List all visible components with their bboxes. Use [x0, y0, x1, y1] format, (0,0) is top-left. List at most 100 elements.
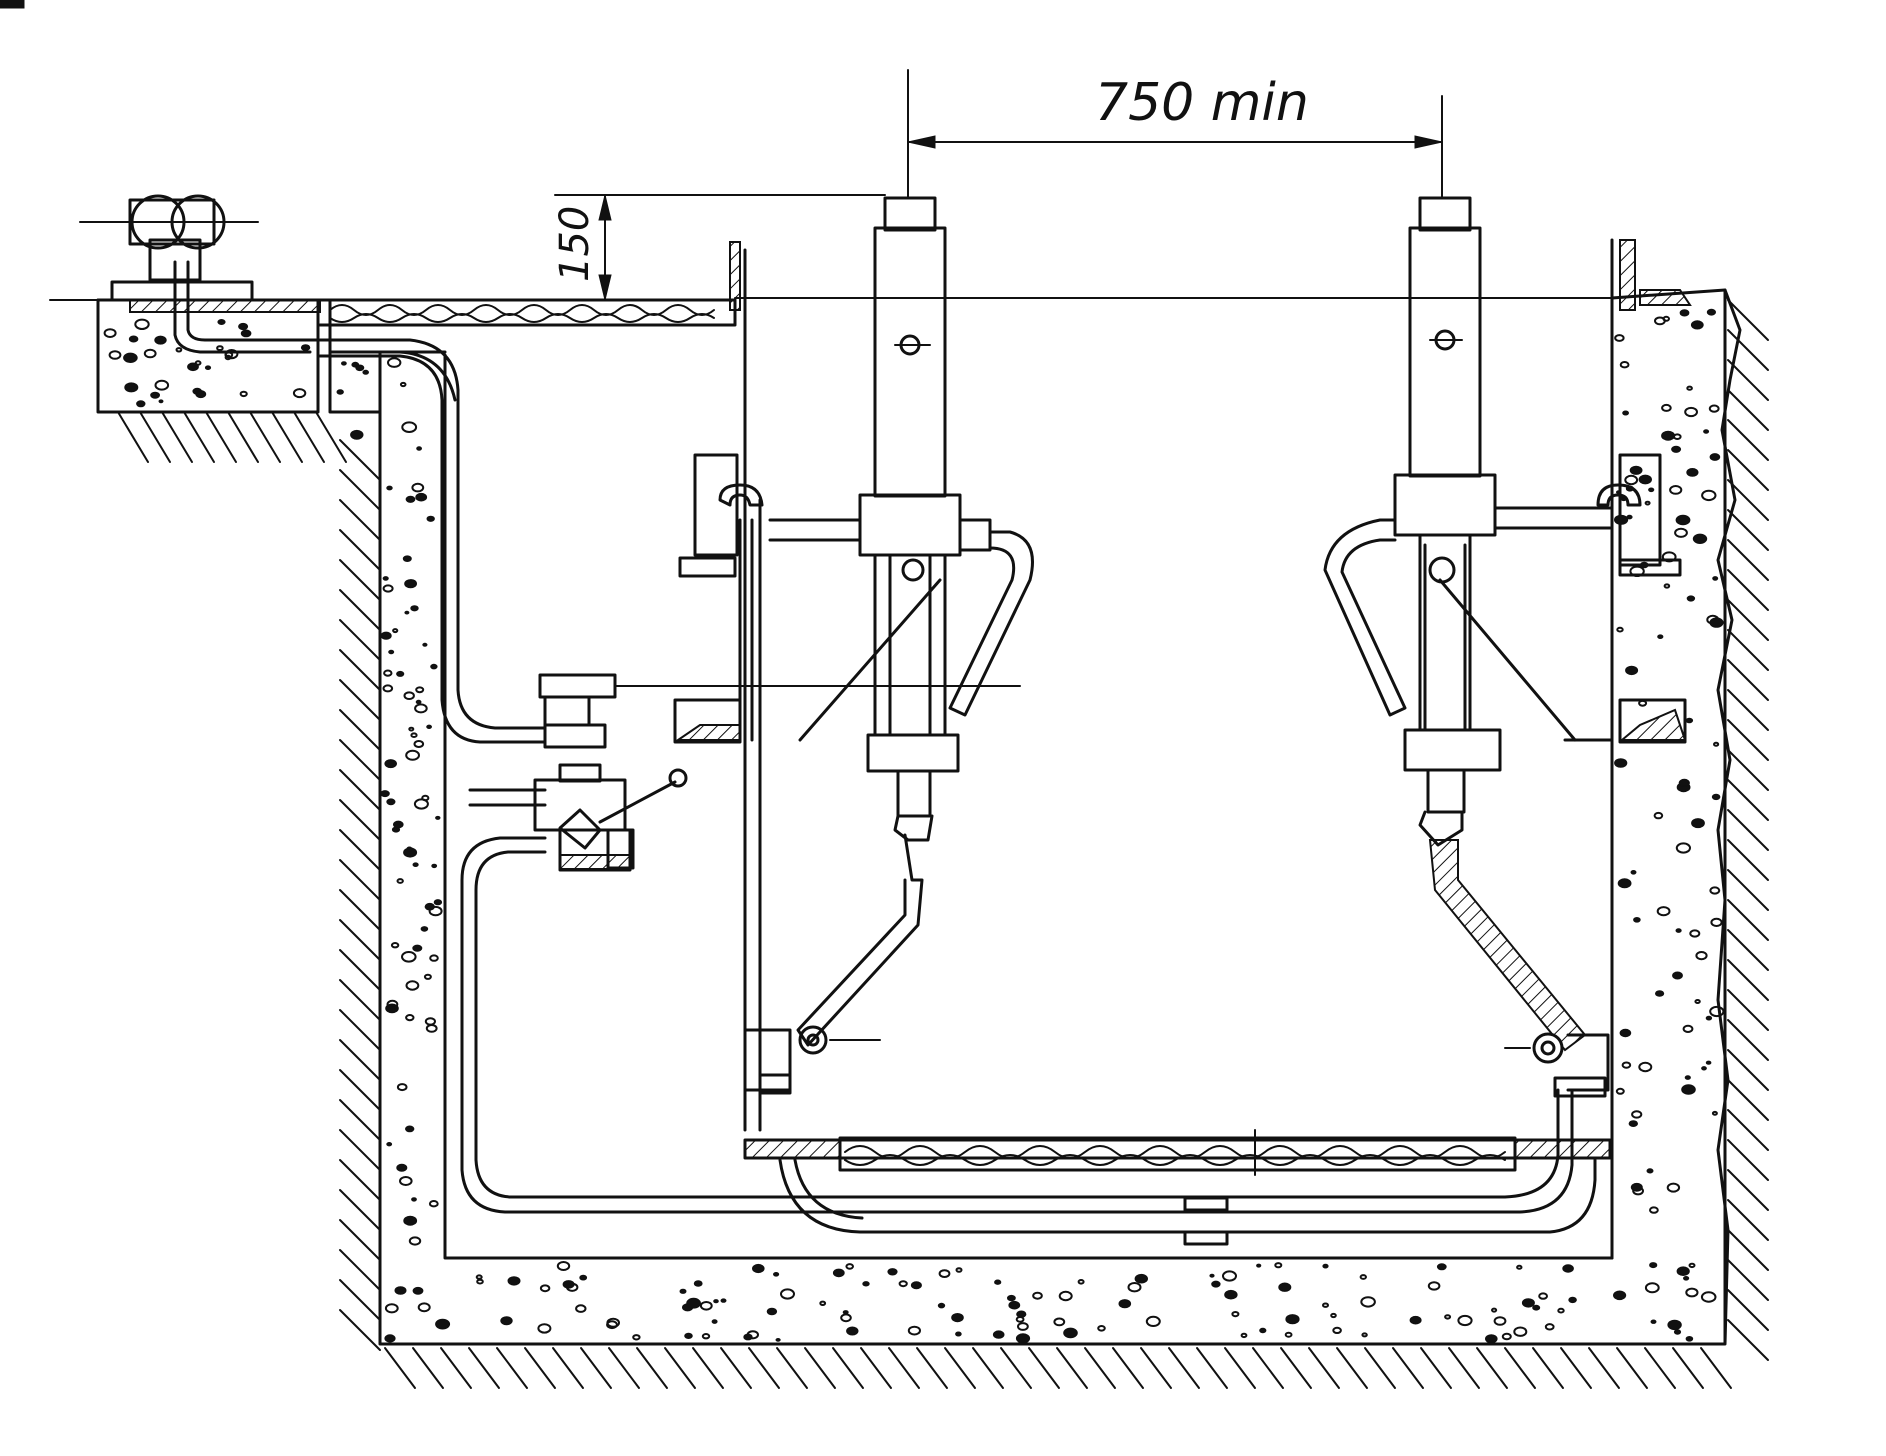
gravel-dot: [341, 361, 347, 366]
gravel-dot: [1224, 1289, 1238, 1300]
gravel-dot: [239, 390, 248, 398]
earth-hatch-line: [1727, 299, 1769, 341]
gravel-dot: [1701, 489, 1717, 502]
earth-hatch-line: [339, 1159, 381, 1201]
gravel-dot: [1501, 1332, 1512, 1341]
gravel-dot: [399, 381, 407, 388]
earth-hatch-line: [1727, 569, 1769, 611]
gravel-dot: [425, 1024, 438, 1033]
gravel-dot: [1703, 429, 1710, 434]
gravel-dot: [1711, 1110, 1718, 1116]
gravel-dot: [632, 1334, 641, 1341]
earth-hatch-line: [1196, 1347, 1228, 1389]
gravel-dot: [1628, 1120, 1639, 1127]
pit-floor-beam: [743, 1129, 1612, 1176]
gravel-dot: [411, 482, 425, 493]
earth-hatch-line: [1336, 1347, 1368, 1389]
gravel-dot: [1709, 617, 1724, 628]
gravel-dot: [1209, 1273, 1215, 1278]
gravel-dot: [1673, 1329, 1682, 1335]
earth-hatch-line: [832, 1347, 864, 1389]
right-lift-column: [1323, 95, 1692, 1260]
earth-hatch-line: [916, 1347, 948, 1389]
earth-hatch-line: [580, 1347, 612, 1389]
gravel-dot: [686, 1297, 701, 1309]
gravel-dot: [413, 798, 429, 810]
gravel-dot: [832, 1268, 845, 1278]
gravel-dot: [1145, 1315, 1161, 1328]
gravel-dot: [938, 1269, 951, 1278]
gravel-dot: [408, 726, 415, 732]
gravel-texture: [103, 308, 1725, 1344]
gravel-dot: [1630, 870, 1637, 875]
gravel-dot: [204, 365, 212, 371]
earth-hatch-line: [339, 1279, 381, 1321]
gravel-dot: [108, 350, 122, 360]
earth-hatch-line: [1727, 839, 1769, 881]
gravel-dot: [1544, 1323, 1555, 1331]
earth-hatch-line: [339, 1009, 381, 1051]
gravel-dot: [224, 354, 232, 361]
gravel-dot: [1671, 445, 1682, 453]
gravel-dot: [1532, 1304, 1541, 1311]
earth-hatch-line: [720, 1347, 752, 1389]
gravel-dot: [1053, 1317, 1066, 1327]
earth-hatch-line: [1727, 1049, 1769, 1091]
gravel-dot: [350, 429, 364, 440]
gravel-dot: [384, 759, 398, 769]
earth-hatch-line: [552, 1347, 584, 1389]
earth-hatch-line: [1252, 1347, 1284, 1389]
gravel-dot: [195, 390, 207, 399]
gravel-dot: [415, 699, 422, 705]
gravel-dot: [412, 944, 423, 952]
gravel-dot: [1675, 842, 1692, 854]
earth-hatch-line: [205, 411, 237, 463]
earth-hatch-line: [1727, 989, 1769, 1031]
gravel-dot: [1538, 1292, 1548, 1300]
earth-hatch-line: [1727, 1079, 1769, 1121]
earth-hatch-line: [339, 949, 381, 991]
gravel-dot: [423, 973, 432, 980]
earth-hatch-line: [1727, 1259, 1769, 1301]
gravel-dot: [433, 899, 443, 906]
gravel-dot: [417, 1302, 431, 1313]
gravel-dot: [1676, 1266, 1690, 1276]
hydraulic-piping: [318, 338, 1597, 1246]
gravel-dot: [1619, 361, 1630, 369]
gravel-dot: [1638, 474, 1653, 485]
gravel-dot: [1657, 634, 1664, 640]
gravel-dot: [1674, 527, 1688, 538]
earth-hatch-line: [339, 1309, 381, 1351]
gravel-dot: [421, 794, 430, 802]
gravel-dot: [216, 345, 224, 352]
gravel-dot: [355, 364, 365, 372]
earth-hatch-line: [804, 1347, 836, 1389]
gravel-dot: [386, 798, 396, 806]
gravel-dot: [898, 1280, 908, 1288]
gravel-dot: [1211, 1280, 1221, 1288]
earth-hatch-line: [1056, 1347, 1088, 1389]
gravel-dot: [1557, 1307, 1565, 1314]
gravel-dot: [1709, 1005, 1725, 1018]
gravel-dot: [1649, 1262, 1658, 1269]
gravel-dot: [1285, 1314, 1300, 1325]
gravel-dot: [1015, 1333, 1031, 1344]
gravel-dot: [382, 584, 394, 593]
dimension-150: [554, 194, 1613, 301]
gravel-dot: [1624, 474, 1639, 486]
gravel-dot: [408, 1236, 422, 1246]
gravel-dot: [410, 732, 418, 739]
gravel-dot: [1713, 741, 1720, 747]
earth-hatch-line: [1560, 1347, 1592, 1389]
gravel-dot: [887, 1268, 898, 1276]
gravel-dot: [1616, 626, 1624, 633]
gravel-dot: [701, 1333, 711, 1340]
gravel-dot: [1712, 576, 1719, 581]
gravel-dot: [414, 703, 428, 714]
gravel-dot: [1695, 951, 1708, 961]
gravel-dot: [1097, 1325, 1106, 1332]
gravel-dot: [1686, 595, 1696, 602]
earth-hatch-line: [1727, 329, 1769, 371]
earth-hatch-line: [860, 1347, 892, 1389]
gravel-dot: [143, 348, 157, 359]
